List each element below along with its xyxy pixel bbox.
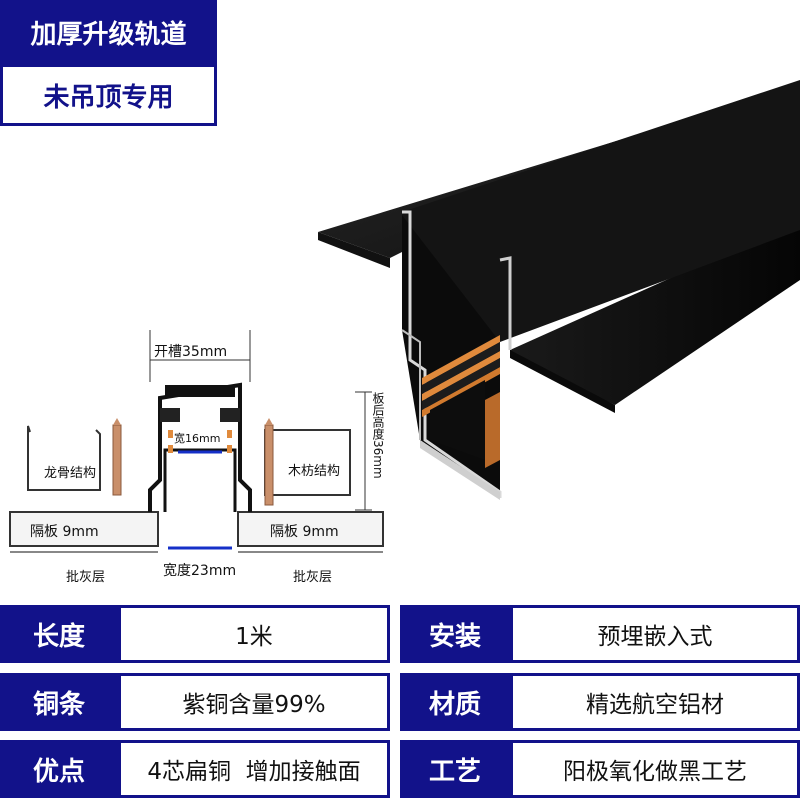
track-product-image [318, 80, 800, 500]
spec-label: 工艺 [400, 740, 510, 798]
cross-section-diagram [9, 330, 384, 553]
specs-table: 长度 1米 安装 预埋嵌入式 铜条 紫铜含量99% 材质 精选航空铝材 优点 4… [0, 605, 800, 800]
inner-width-label: 宽16mm [174, 432, 221, 445]
slot-width-label: 开槽35mm [154, 344, 228, 360]
spec-label: 长度 [0, 605, 118, 663]
spec-label: 铜条 [0, 673, 118, 731]
spec-label: 优点 [0, 740, 118, 798]
subtitle-badge: 未吊顶专用 [0, 64, 217, 126]
spec-value: 4芯扁铜 增加接触面 [118, 740, 390, 798]
spec-label: 材质 [400, 673, 510, 731]
spec-value: 紫铜含量99% [118, 673, 390, 731]
spec-row: 铜条 紫铜含量99% 材质 精选航空铝材 [0, 673, 800, 731]
bottom-width-label: 宽度23mm [163, 563, 237, 579]
right-plaster-label: 批灰层 [293, 570, 333, 585]
spec-value: 阳极氧化做黑工艺 [510, 740, 800, 798]
spec-value: 精选航空铝材 [510, 673, 800, 731]
height-label: 板后高度36mm [371, 392, 385, 479]
left-plaster-label: 批灰层 [66, 570, 106, 585]
right-board-label: 隔板 9mm [270, 524, 339, 540]
spec-row: 长度 1米 安装 预埋嵌入式 [0, 605, 800, 663]
left-structure-label: 龙骨结构 [44, 466, 97, 481]
right-structure-label: 木枋结构 [288, 464, 341, 479]
title-badge-text: 加厚升级轨道 [30, 19, 187, 50]
subtitle-badge-text: 未吊顶专用 [43, 82, 174, 113]
spec-value: 预埋嵌入式 [510, 605, 800, 663]
left-board-label: 隔板 9mm [30, 524, 99, 540]
title-badge: 加厚升级轨道 [0, 0, 217, 64]
spec-value: 1米 [118, 605, 390, 663]
spec-row: 优点 4芯扁铜 增加接触面 工艺 阳极氧化做黑工艺 [0, 740, 800, 798]
spec-label: 安装 [400, 605, 510, 663]
